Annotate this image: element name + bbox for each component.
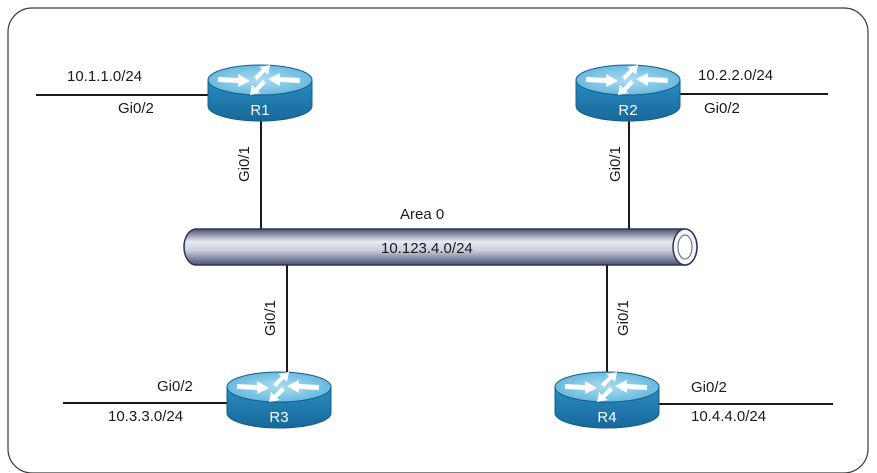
r3-backbone-interface: Gi0/1 bbox=[262, 300, 279, 336]
router-r2-name: R2 bbox=[618, 102, 637, 119]
router-r2: R2 bbox=[575, 64, 681, 122]
r2-backbone-interface: Gi0/1 bbox=[607, 146, 624, 182]
r3-lan-interface: Gi0/2 bbox=[157, 378, 193, 395]
router-r3-name: R3 bbox=[269, 409, 288, 426]
r2-lan-interface: Gi0/2 bbox=[704, 100, 740, 117]
r3-lan-subnet: 10.3.3.0/24 bbox=[108, 408, 183, 425]
r4-backbone-interface: Gi0/1 bbox=[615, 300, 632, 336]
r1-lan-subnet: 10.1.1.0/24 bbox=[67, 68, 142, 85]
router-r4: R4 bbox=[554, 371, 660, 429]
r2-lan-subnet: 10.2.2.0/24 bbox=[698, 67, 773, 84]
router-r1: R1 bbox=[207, 64, 313, 122]
r1-lan-interface: Gi0/2 bbox=[118, 100, 154, 117]
r4-lan-subnet: 10.4.4.0/24 bbox=[691, 408, 766, 425]
r4-lan-interface: Gi0/2 bbox=[691, 379, 727, 396]
router-r4-name: R4 bbox=[597, 409, 616, 426]
r1-backbone-interface: Gi0/1 bbox=[236, 146, 253, 182]
backbone-segment bbox=[183, 228, 698, 266]
router-r3: R3 bbox=[226, 371, 332, 429]
area-label: Area 0 bbox=[400, 206, 444, 223]
router-r1-name: R1 bbox=[250, 102, 269, 119]
backbone-subnet-label: 10.123.4.0/24 bbox=[381, 240, 473, 257]
